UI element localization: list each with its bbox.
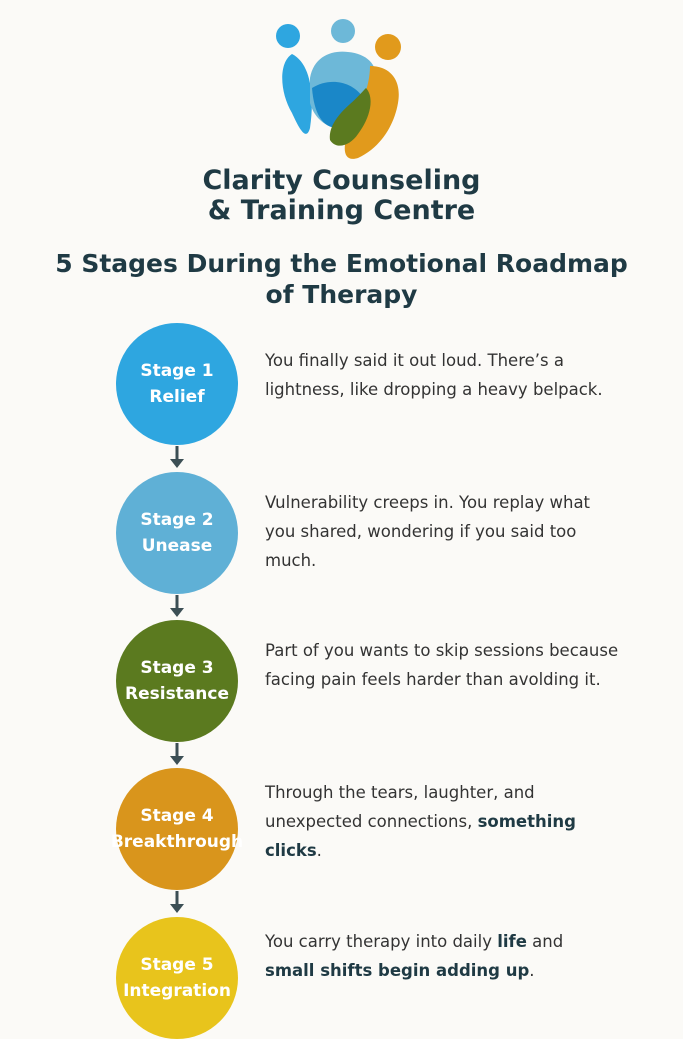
stage-2-circle: Stage 2 Unease — [116, 472, 238, 594]
description-line: Through the tears, laughter, and — [265, 778, 665, 807]
description-text: lightness, like dropping a heavy belpack… — [265, 380, 603, 399]
stage-1-number: Stage 1 — [140, 361, 214, 381]
description-text: much. — [265, 551, 317, 570]
stage-3-number: Stage 3 — [140, 658, 214, 678]
arrow-down-icon — [170, 891, 184, 913]
description-text: Through the tears, laughter, and — [265, 783, 535, 802]
stage-1-name: Relief — [149, 387, 205, 407]
description-bold-text: life — [497, 932, 527, 951]
org-name: Clarity Counseling & Training Centre — [0, 166, 683, 226]
stage-5-number: Stage 5 — [140, 955, 214, 975]
description-bold-text: small shifts begin adding up — [265, 961, 530, 980]
description-text: You carry therapy into daily — [265, 932, 498, 951]
description-text: facing pain feels harder than avolding i… — [265, 670, 601, 689]
stage-3-circle: Stage 3 Resistance — [116, 620, 238, 742]
arrow-down-icon — [170, 446, 184, 468]
stage-5-circle: Stage 5 Integration — [116, 917, 238, 1039]
description-line: much. — [265, 546, 665, 575]
description-line: you shared, wondering if you said too — [265, 517, 665, 546]
stage-3-name: Resistance — [125, 684, 229, 704]
stage-4-description: Through the tears, laughter, and unexpect… — [265, 778, 665, 865]
description-text: Vulnerability creeps in. You replay what — [265, 493, 591, 512]
description-text: unexpected connections, — [265, 812, 478, 831]
description-text: you shared, wondering if you said too — [265, 522, 577, 541]
description-line: small shifts begin adding up. — [265, 956, 665, 985]
arrow-down-icon — [170, 595, 184, 617]
arrow-down-icon — [170, 743, 184, 765]
description-line: facing pain feels harder than avolding i… — [265, 665, 665, 694]
stage-1-circle: Stage 1 Relief — [116, 323, 238, 445]
page-title-line1: 5 Stages During the Emotional Roadmap — [55, 249, 628, 278]
description-text: and — [526, 932, 564, 951]
stage-3-description: Part of you wants to skip sessions becau… — [265, 636, 665, 694]
description-bold-text: something — [477, 812, 576, 831]
page-title-line2: of Therapy — [265, 280, 418, 309]
stage-4-name: Breakthrough — [110, 832, 244, 852]
stage-2-name: Unease — [141, 536, 213, 556]
clarity-logo — [276, 19, 401, 159]
description-text: . — [529, 961, 535, 980]
description-line: Part of you wants to skip sessions becau… — [265, 636, 665, 665]
description-line: Vulnerability creeps in. You replay what — [265, 488, 665, 517]
stage-4-circle: Stage 4 Breakthrough — [111, 768, 243, 890]
stage-1-description: You finally said it out loud. There’s a l… — [265, 346, 665, 404]
description-line: clicks. — [265, 836, 665, 865]
description-text: Part of you wants to skip sessions becau… — [265, 641, 619, 660]
description-line: unexpected connections, something — [265, 807, 665, 836]
org-name-line2: & Training Centre — [207, 195, 476, 226]
description-line: You carry therapy into daily life and — [265, 927, 665, 956]
description-text: You finally said it out loud. There’s a — [265, 351, 564, 370]
description-text: . — [316, 841, 322, 860]
stage-2-description: Vulnerability creeps in. You replay what… — [265, 488, 665, 575]
description-line: You finally said it out loud. There’s a — [265, 346, 665, 375]
description-line: lightness, like dropping a heavy belpack… — [265, 375, 665, 404]
stage-2-number: Stage 2 — [140, 510, 214, 530]
stage-4-number: Stage 4 — [140, 806, 214, 826]
org-name-line1: Clarity Counseling — [202, 165, 481, 196]
page-title: 5 Stages During the Emotional Roadmap of… — [0, 248, 683, 310]
stage-5-name: Integration — [123, 981, 231, 1001]
description-bold-text: clicks — [265, 841, 317, 860]
